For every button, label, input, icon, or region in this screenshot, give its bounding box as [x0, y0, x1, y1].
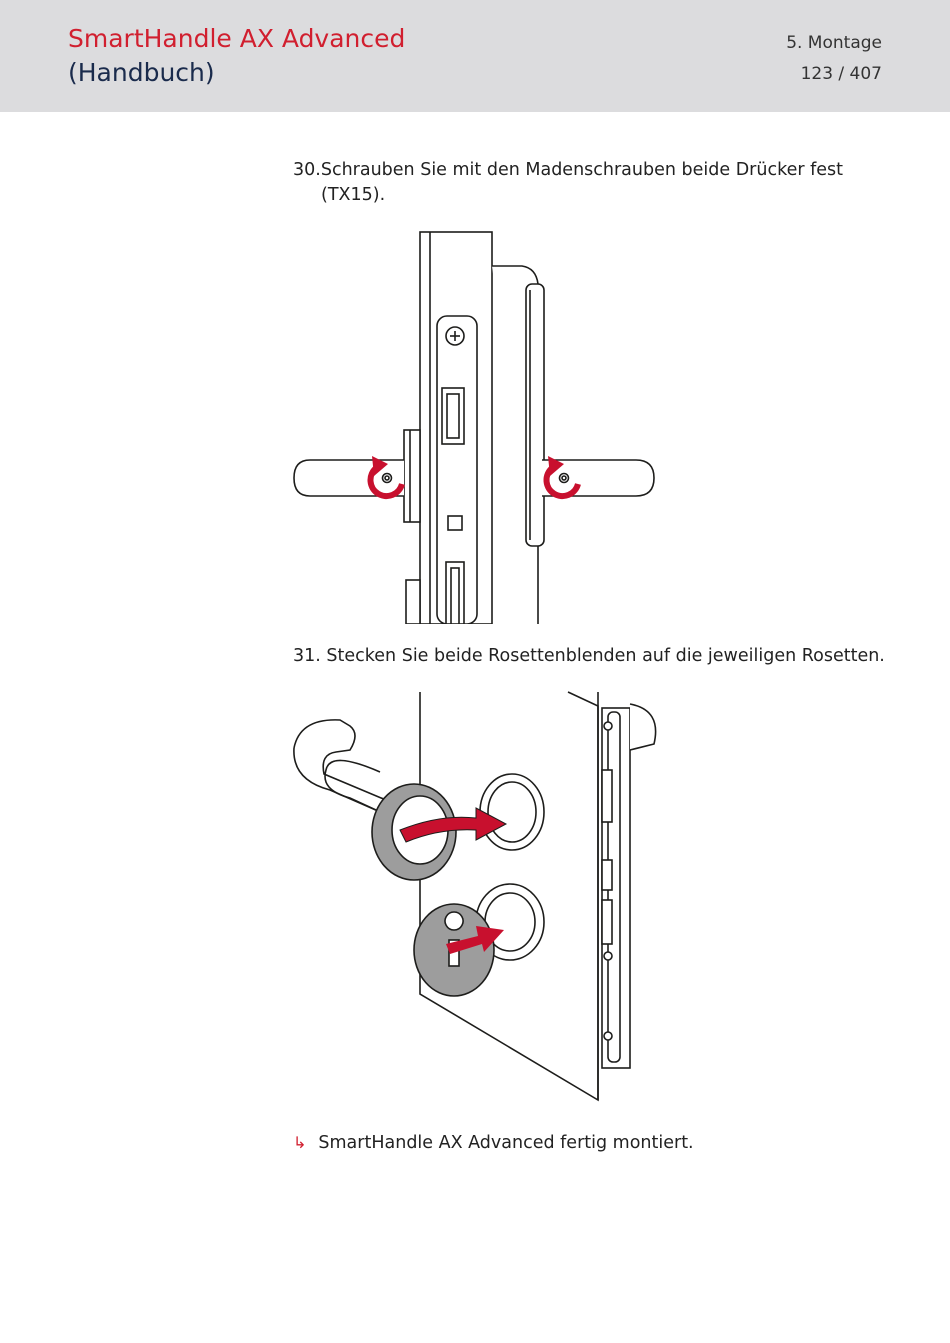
- step-text: Stecken Sie beide Rosettenblenden auf di…: [326, 646, 885, 666]
- result-text: SmartHandle AX Advanced fertig montiert.: [318, 1133, 694, 1153]
- step-30: 30.Schrauben Sie mit den Madenschrauben …: [293, 158, 843, 208]
- step-text-continuation: (TX15).: [321, 185, 386, 205]
- insert-arrow-icon: [399, 807, 508, 954]
- step-31: 31. Stecken Sie beide Rosettenblenden au…: [293, 644, 885, 669]
- rotation-arrow-icon: [367, 465, 581, 500]
- chapter-info: 5. Montage 123 / 407: [786, 28, 882, 90]
- document-title-subtitle: (Handbuch): [68, 58, 215, 87]
- step-text: Schrauben Sie mit den Madenschrauben bei…: [320, 160, 844, 180]
- result-line: ↳ SmartHandle AX Advanced fertig montiert…: [293, 1130, 694, 1156]
- figure-tighten-set-screws: [293, 231, 655, 624]
- document-title: SmartHandle AX Advanced (Handbuch): [68, 22, 405, 90]
- document-title-product: SmartHandle AX Advanced: [68, 24, 406, 53]
- step-number: 31.: [293, 646, 321, 666]
- figure-attach-rosette-covers: [293, 691, 657, 1102]
- chapter-name: 5. Montage: [786, 33, 882, 53]
- page-header: SmartHandle AX Advanced (Handbuch) 5. Mo…: [0, 0, 950, 112]
- page-number: 123 / 407: [800, 64, 882, 84]
- result-arrow-icon: ↳: [293, 1133, 307, 1152]
- step-number: 30.: [293, 160, 321, 180]
